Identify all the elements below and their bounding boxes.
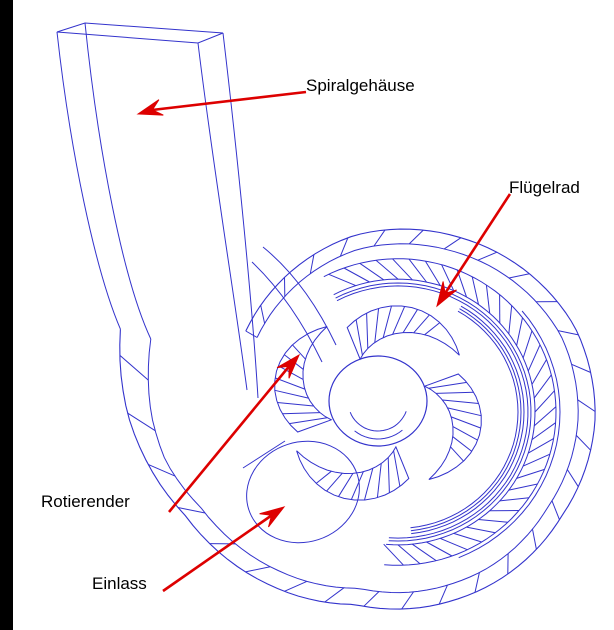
shroud-band-outer [323,258,557,566]
outlet-duct-left-edge [56,31,121,330]
arrow-rotierender [167,353,301,513]
label-spiralgehaeuse: Spiralgehäuse [306,76,415,95]
impeller-blade [423,373,482,480]
window-edge-bar [0,0,13,630]
arrow-fluegelrad [436,193,512,308]
volute-outer-edge [119,228,596,610]
impeller-hub [328,355,428,447]
impeller-blade [346,305,460,361]
arrowhead-icon [436,281,457,308]
inner-casing-arc [251,261,323,363]
arrowhead-icon [259,506,286,528]
impeller-blade [296,445,410,501]
arrow-einlass [162,506,286,593]
volute-inner-edge [147,243,579,594]
outlet-duct-right-edge [197,42,248,391]
outlet-duct-top-face [56,22,224,44]
arrowhead-icon [136,99,164,116]
label-fluegelrad: Flügelrad [509,178,580,197]
shroud-band-inner [333,278,536,546]
inlet-circle [246,440,360,544]
arrow-spiralgehaeuse [136,90,307,116]
impeller-blade [274,326,333,433]
arrowhead-icon [276,353,301,379]
label-rotierender: Rotierender [41,492,130,511]
label-einlass: Einlass [92,574,147,593]
